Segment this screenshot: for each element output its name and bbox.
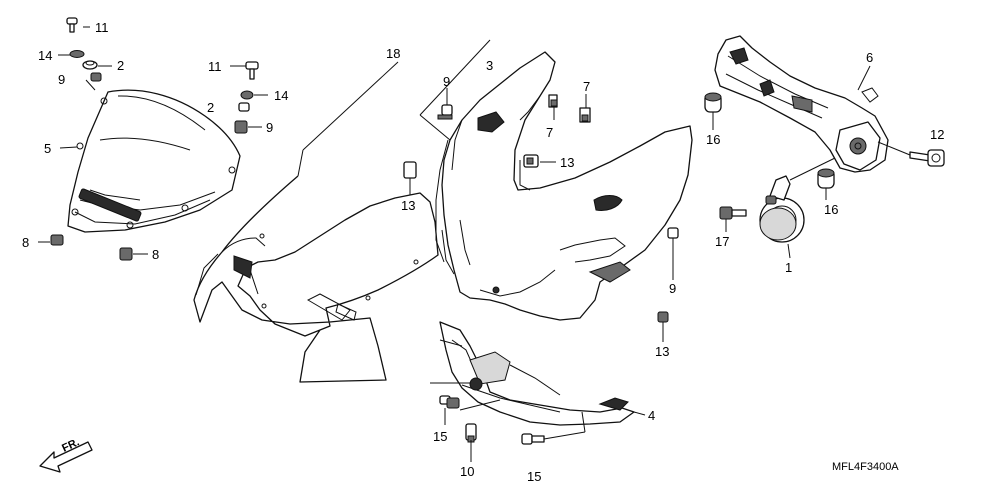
callout-2: 2 <box>117 58 124 73</box>
upper-cowl <box>435 51 693 321</box>
screen-nut-9 <box>90 72 102 82</box>
rubber-16-upper <box>704 92 722 113</box>
callout-14: 14 <box>274 88 288 103</box>
diagram-code: MFL4F3400A <box>832 461 899 473</box>
cowl-stay <box>714 35 889 173</box>
callout-7: 7 <box>583 79 590 94</box>
callout-3: 3 <box>486 58 493 73</box>
screen-bolt-11 <box>66 17 78 33</box>
callout-11: 11 <box>208 59 222 74</box>
callout-15: 15 <box>433 429 447 444</box>
callout-15: 15 <box>527 469 541 484</box>
windscreen <box>67 89 241 233</box>
callout-8: 8 <box>22 235 29 250</box>
callout-13: 13 <box>401 198 415 213</box>
bolt-11 <box>245 61 259 80</box>
callout-12: 12 <box>930 127 944 142</box>
callout-1: 1 <box>785 260 792 275</box>
callout-8: 8 <box>152 247 159 262</box>
callout-9: 9 <box>58 72 65 87</box>
clip-9-right <box>667 227 679 239</box>
callout-9: 9 <box>669 281 676 296</box>
leader-lines <box>38 26 911 462</box>
callout-13: 13 <box>560 155 574 170</box>
clip-9-cowl <box>437 104 453 120</box>
callout-18: 18 <box>386 46 400 61</box>
clip-13-right <box>657 311 669 323</box>
nut-9-lower <box>234 120 248 134</box>
callout-17: 17 <box>715 234 729 249</box>
callout-9: 9 <box>266 120 273 135</box>
bolt-15-lower <box>521 433 545 445</box>
callout-16: 16 <box>706 132 720 147</box>
inner-panel <box>193 175 439 383</box>
callout-numbers: 11 14 2 9 2 5 8 8 11 14 9 18 9 3 7 7 13 … <box>22 20 944 484</box>
screen-nut-8-right <box>119 247 133 261</box>
callout-9: 9 <box>443 74 450 89</box>
clip-7-upper <box>548 94 558 108</box>
clip-13-left <box>403 161 417 179</box>
callout-5: 5 <box>44 141 51 156</box>
callout-6: 6 <box>866 50 873 65</box>
screen-grommet-2 <box>82 60 98 70</box>
callout-14: 14 <box>38 48 52 63</box>
callout-4: 4 <box>648 408 655 423</box>
washer-14 <box>240 90 254 100</box>
nut-9-upper <box>238 102 250 112</box>
screen-washer-14 <box>69 50 85 58</box>
screen-nut-8-left <box>50 234 64 246</box>
clip-13-upper <box>523 154 539 168</box>
lower-inner-cowl <box>439 321 635 426</box>
callout-10: 10 <box>460 464 474 479</box>
rubber-16-lower <box>817 168 835 189</box>
bolt-12 <box>909 149 945 167</box>
horn <box>759 175 805 243</box>
callout-16: 16 <box>824 202 838 217</box>
callout-7: 7 <box>546 125 553 140</box>
callout-11: 11 <box>95 20 109 35</box>
callout-2: 2 <box>207 100 214 115</box>
front-direction-marker: FR. <box>39 436 93 473</box>
bolt-15-left <box>439 395 460 409</box>
callout-13: 13 <box>655 344 669 359</box>
bolt-17 <box>719 206 747 220</box>
clip-10 <box>465 423 477 443</box>
clip-7-lower <box>579 107 591 123</box>
